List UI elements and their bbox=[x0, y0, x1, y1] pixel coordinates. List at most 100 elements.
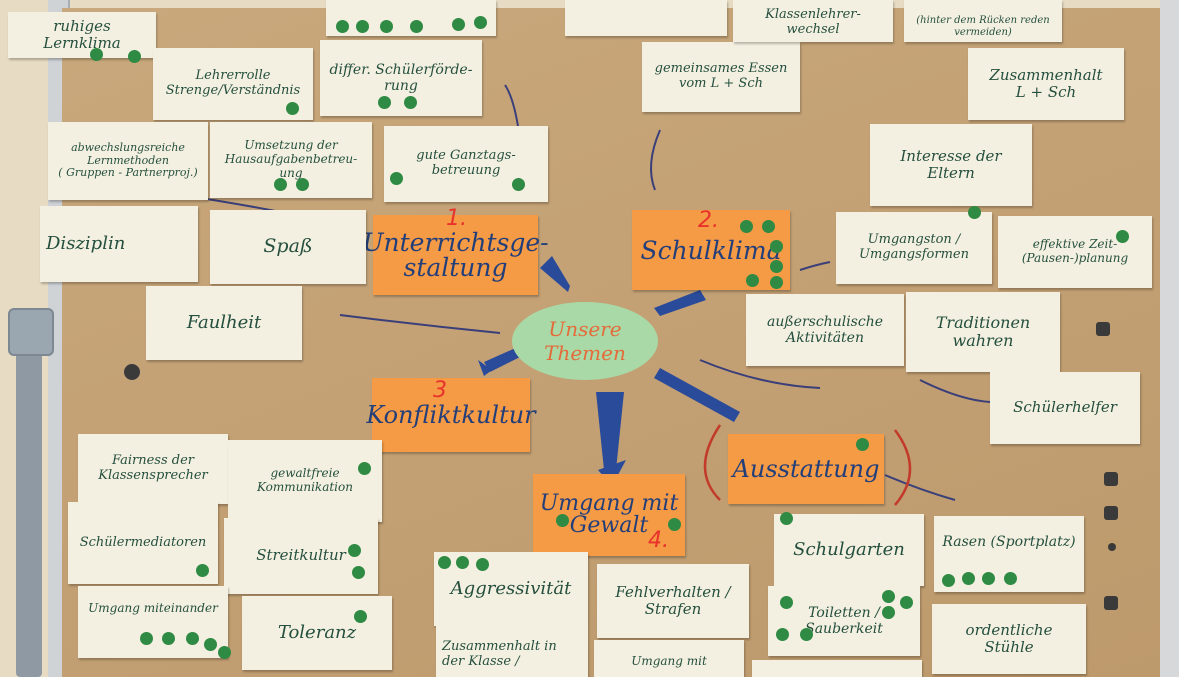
vote-dot bbox=[348, 544, 361, 557]
idea-card: Toiletten / Sauberkeit bbox=[768, 586, 920, 656]
center-oval-topic: Unsere Themen bbox=[512, 302, 658, 380]
vote-dot bbox=[770, 276, 783, 289]
vote-dot bbox=[286, 102, 299, 115]
vote-dot bbox=[354, 610, 367, 623]
idea-card bbox=[752, 660, 922, 677]
vote-dot bbox=[358, 462, 371, 475]
vote-dot bbox=[776, 628, 789, 641]
idea-card: gute Ganztags- betreuung bbox=[384, 126, 548, 202]
vote-dot bbox=[982, 572, 995, 585]
category-label: Schulklima bbox=[640, 235, 782, 265]
vote-dot bbox=[128, 50, 141, 63]
pin bbox=[1104, 596, 1118, 610]
category-number: 1. bbox=[446, 206, 467, 231]
vote-dot bbox=[770, 260, 783, 273]
idea-card: Umgangston / Umgangsformen bbox=[836, 212, 992, 284]
category-label: Ausstattung bbox=[732, 455, 880, 483]
vote-dot bbox=[740, 220, 753, 233]
vote-dot bbox=[378, 96, 391, 109]
vote-dot bbox=[456, 556, 469, 569]
vote-dot bbox=[380, 20, 393, 33]
pin bbox=[1104, 472, 1118, 486]
category-card-unterricht: Unterrichtsge- staltung bbox=[362, 215, 549, 295]
vote-dot bbox=[296, 178, 309, 191]
vote-dot bbox=[942, 574, 955, 587]
idea-card: Zusammenhalt L + Sch bbox=[968, 48, 1124, 120]
vote-dot bbox=[356, 20, 369, 33]
vote-dot bbox=[668, 518, 681, 531]
vote-dot bbox=[762, 220, 775, 233]
stand-pole bbox=[16, 318, 42, 677]
category-number: 4. bbox=[648, 528, 669, 553]
vote-dot bbox=[556, 514, 569, 527]
vote-dot bbox=[856, 438, 869, 451]
category-number: 2. bbox=[698, 208, 719, 233]
category-card-konfliktkultur: Konfliktkultur bbox=[366, 378, 536, 452]
idea-card: Toleranz bbox=[242, 596, 392, 670]
idea-card bbox=[565, 0, 727, 36]
idea-card: Umgang miteinander bbox=[78, 586, 228, 658]
category-label: Konfliktkultur bbox=[366, 401, 536, 429]
vote-dot bbox=[474, 16, 487, 29]
vote-dot bbox=[140, 632, 153, 645]
vote-dot bbox=[746, 274, 759, 287]
category-label: Unterrichtsge- staltung bbox=[362, 228, 549, 282]
vote-dot bbox=[476, 558, 489, 571]
vote-dot bbox=[780, 512, 793, 525]
idea-card: Umgang mit bbox=[594, 640, 744, 677]
vote-dot bbox=[900, 596, 913, 609]
vote-dot bbox=[336, 20, 349, 33]
vote-dot bbox=[882, 606, 895, 619]
idea-card: Fehlverhalten / Strafen bbox=[597, 564, 749, 638]
idea-card: Zusammenhalt in der Klasse / bbox=[436, 626, 588, 677]
idea-card: Umsetzung der Hausaufgabenbetreu- ung bbox=[210, 122, 372, 198]
stand-clamp bbox=[8, 308, 54, 356]
idea-card: Interesse der Eltern bbox=[870, 124, 1032, 206]
vote-dot bbox=[882, 590, 895, 603]
idea-card: gewaltfreie Kommunikation bbox=[228, 440, 382, 522]
pin bbox=[124, 364, 140, 380]
vote-dot bbox=[196, 564, 209, 577]
pin bbox=[1108, 543, 1116, 551]
vote-dot bbox=[1116, 230, 1129, 243]
idea-card: differ. Schülerförde- rung bbox=[320, 40, 482, 116]
vote-dot bbox=[452, 18, 465, 31]
vote-dot bbox=[968, 206, 981, 219]
vote-dot bbox=[186, 632, 199, 645]
idea-card: Faulheit bbox=[146, 286, 302, 360]
vote-dot bbox=[90, 48, 103, 61]
pin bbox=[1096, 322, 1110, 336]
idea-card: (hinter dem Rücken reden vermeiden) bbox=[904, 0, 1062, 42]
vote-dot bbox=[390, 172, 403, 185]
vote-dot bbox=[274, 178, 287, 191]
board-frame-right bbox=[1160, 0, 1179, 677]
pin bbox=[1104, 506, 1118, 520]
vote-dot bbox=[218, 646, 231, 659]
vote-dot bbox=[162, 632, 175, 645]
idea-card: außerschulische Aktivitäten bbox=[746, 294, 904, 366]
vote-dot bbox=[404, 96, 417, 109]
category-label: Umgang mit Gewalt bbox=[539, 491, 679, 538]
idea-card: Schulgarten bbox=[774, 514, 924, 586]
vote-dot bbox=[1004, 572, 1017, 585]
idea-card: Spaß bbox=[210, 210, 366, 284]
idea-card: ordentliche Stühle bbox=[932, 604, 1086, 674]
idea-card: Klassenlehrer- wechsel bbox=[733, 0, 893, 42]
vote-dot bbox=[352, 566, 365, 579]
vote-dot bbox=[512, 178, 525, 191]
idea-card: gemeinsames Essen vom L + Sch bbox=[642, 42, 800, 112]
vote-dot bbox=[800, 628, 813, 641]
idea-card: Fairness der Klassensprecher bbox=[78, 434, 228, 504]
category-card-ausstattung: Ausstattung bbox=[728, 434, 884, 504]
category-number: 3 bbox=[433, 378, 447, 403]
idea-card: abwechslungsreiche Lernmethoden ( Gruppe… bbox=[48, 122, 208, 200]
idea-card: effektive Zeit- (Pausen-)planung bbox=[998, 216, 1152, 288]
idea-card: Schülermediatoren bbox=[68, 502, 218, 584]
vote-dot bbox=[410, 20, 423, 33]
vote-dot bbox=[770, 240, 783, 253]
vote-dot bbox=[438, 556, 451, 569]
idea-card: Traditionen wahren bbox=[906, 292, 1060, 372]
vote-dot bbox=[780, 596, 793, 609]
idea-card: Disziplin bbox=[40, 206, 198, 282]
